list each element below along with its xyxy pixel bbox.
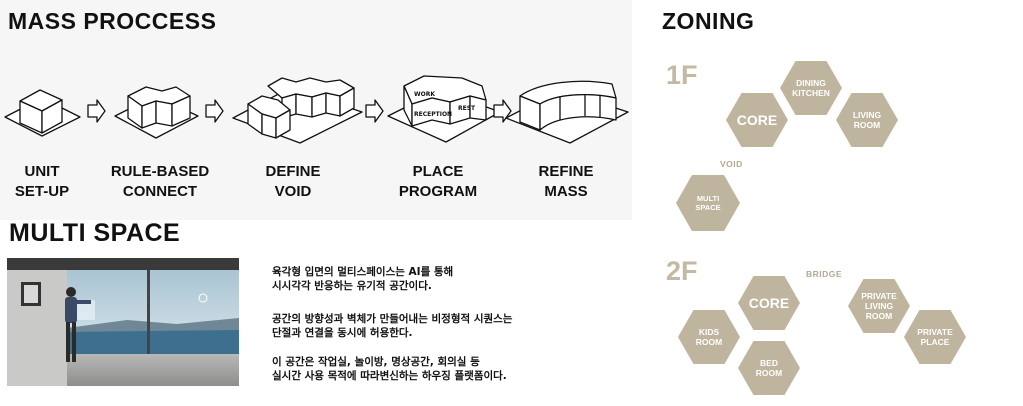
model-tag-work: WORK (414, 91, 435, 98)
rule-based-model (114, 86, 199, 139)
model-tag-reception: RECEPTION (414, 111, 452, 118)
hex-2f-private-place: PRIVATE PLACE (904, 310, 966, 364)
refine-mass-model (505, 80, 629, 144)
multi-space-photo (7, 258, 239, 386)
step-label-refine-mass: REFINE MASS (538, 163, 594, 200)
step-label-rule-based: RULE-BASED CONNECT (110, 163, 210, 200)
place-program-model (387, 75, 501, 143)
floor-1-label: 1F (666, 60, 698, 90)
hex-2f-bed-room: BED ROOM (738, 341, 800, 395)
zoning-title: ZONING (662, 8, 755, 34)
hex-1f-core: CORE (726, 93, 788, 147)
hex-2f-kids-room: KIDS ROOM (678, 310, 740, 364)
hex-1f-living-room: LIVING ROOM (836, 93, 898, 147)
arrow-3 (365, 99, 384, 123)
arrow-1 (87, 99, 106, 123)
mass-process-diagram: WORK RECEPTION REST (4, 75, 629, 144)
mass-process-title: MASS PROCCESS (8, 8, 217, 34)
arrow-2 (205, 99, 224, 123)
arrow-4 (493, 99, 512, 123)
void-label: VOID (720, 159, 743, 169)
step-label-define-void: DEFINE VOID (265, 163, 321, 200)
step-label-unit-setup: UNIT SET-UP (14, 163, 70, 200)
step-label-place-program: PLACE PROGRAM (398, 163, 478, 200)
model-tag-rest: REST (458, 105, 476, 112)
multi-space-paragraph-1: 육각형 입면의 멀티스페이스는 AI를 통해 시시각각 반응하는 유기적 공간이… (272, 266, 454, 292)
floor-2-label: 2F (666, 256, 698, 286)
define-void-model (232, 77, 363, 144)
hex-1f-dining-kitchen: DINING KITCHEN (780, 61, 842, 115)
hex-1f-multi-space: MULTI SPACE (676, 175, 740, 231)
unit-setup-model (4, 89, 81, 137)
multi-space-paragraph-3: 이 공간은 작업실, 놀이방, 명상공간, 회의실 등 실시간 사용 목적에 따… (272, 356, 507, 382)
multi-space-title: MULTI SPACE (9, 219, 181, 247)
hex-2f-core: CORE (738, 276, 800, 330)
hex-2f-private-living-room: PRIVATE LIVING ROOM (848, 279, 910, 333)
multi-space-paragraph-2: 공간의 방향성과 벽체가 만들어내는 비정형적 시퀀스는 단절과 연결을 동시에… (272, 313, 513, 339)
bridge-label: BRIDGE (806, 269, 843, 279)
